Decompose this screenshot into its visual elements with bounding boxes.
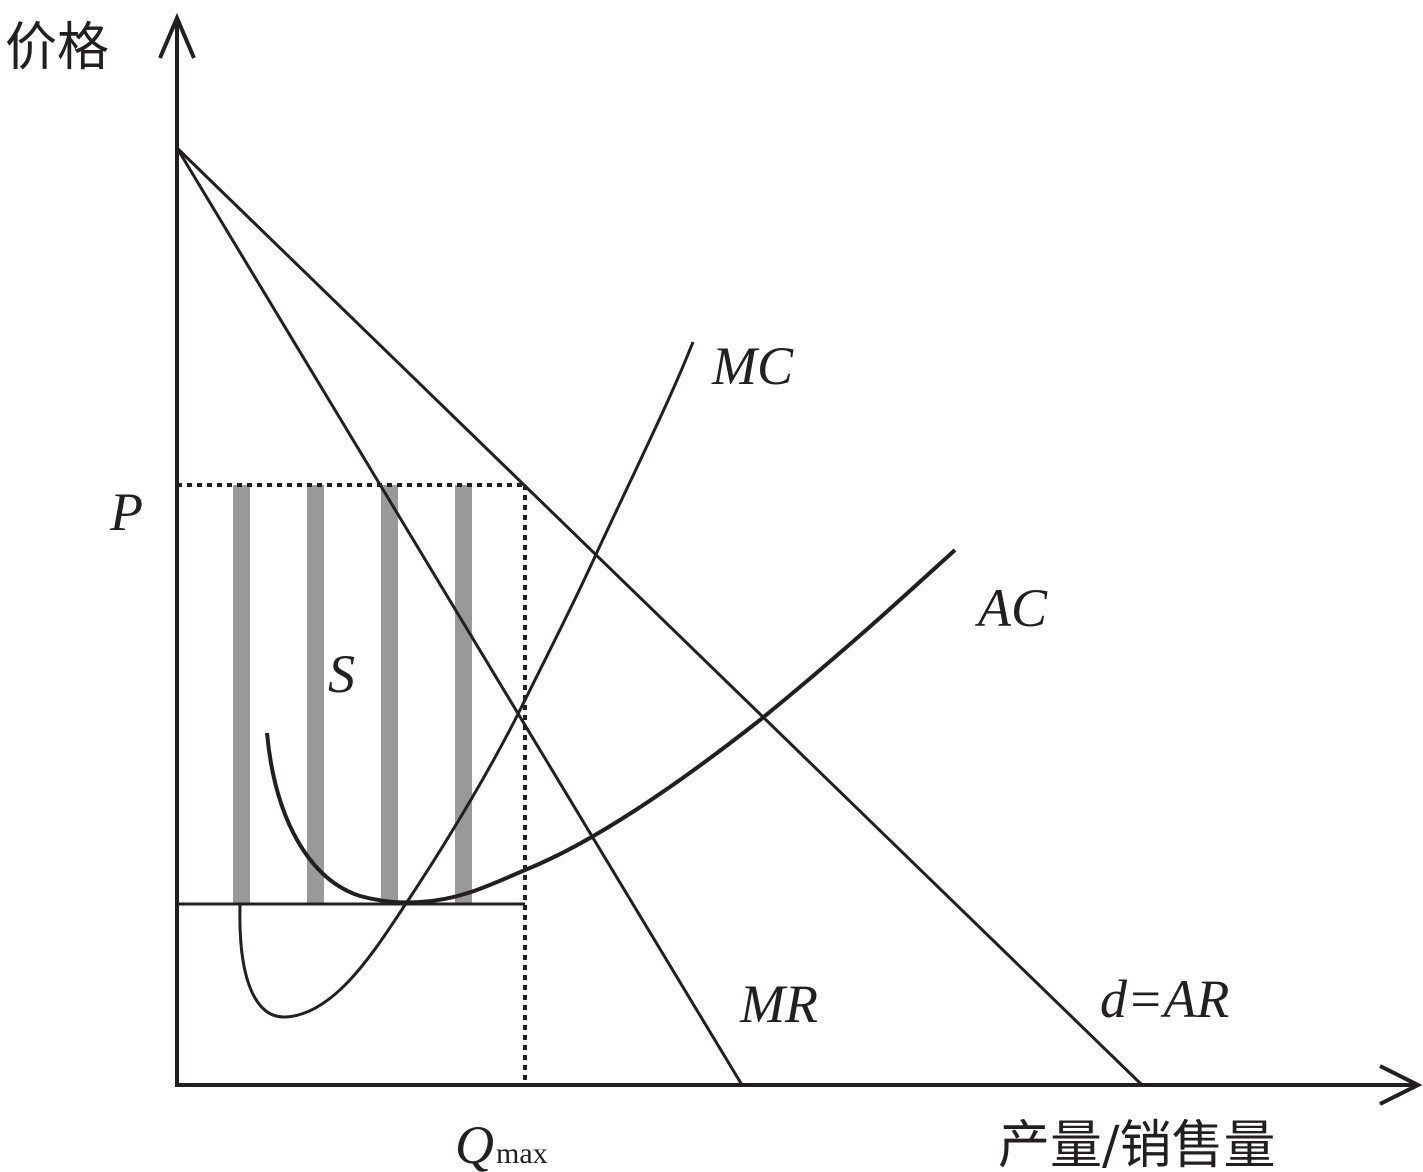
qmax-label: Qmax: [455, 1115, 548, 1172]
shade-bar: [381, 485, 398, 905]
price-label: P: [109, 482, 143, 542]
demand-label: d=AR: [1100, 969, 1229, 1029]
y-axis-arrow-icon: [158, 12, 196, 59]
q-label: Q: [455, 1115, 494, 1172]
demand-ar-curve: [175, 146, 1144, 1087]
x-axis-arrow-icon: [1379, 1064, 1423, 1106]
mc-label: MC: [711, 336, 794, 396]
mc-curve: [238, 341, 695, 1019]
ac-curve: [265, 548, 957, 905]
q-subscript: max: [496, 1137, 548, 1170]
shade-bar: [455, 485, 472, 905]
x-axis-label: 产量/销售量: [998, 1116, 1276, 1172]
ac-label: AC: [975, 578, 1048, 638]
shade-bar: [233, 485, 250, 905]
area-s-label: S: [328, 644, 355, 704]
profit-area-shading: [233, 485, 472, 905]
y-axis-label: 价格: [5, 18, 109, 78]
mr-curve: [175, 147, 744, 1086]
mr-label: MR: [739, 974, 818, 1034]
shade-bar: [307, 485, 324, 905]
